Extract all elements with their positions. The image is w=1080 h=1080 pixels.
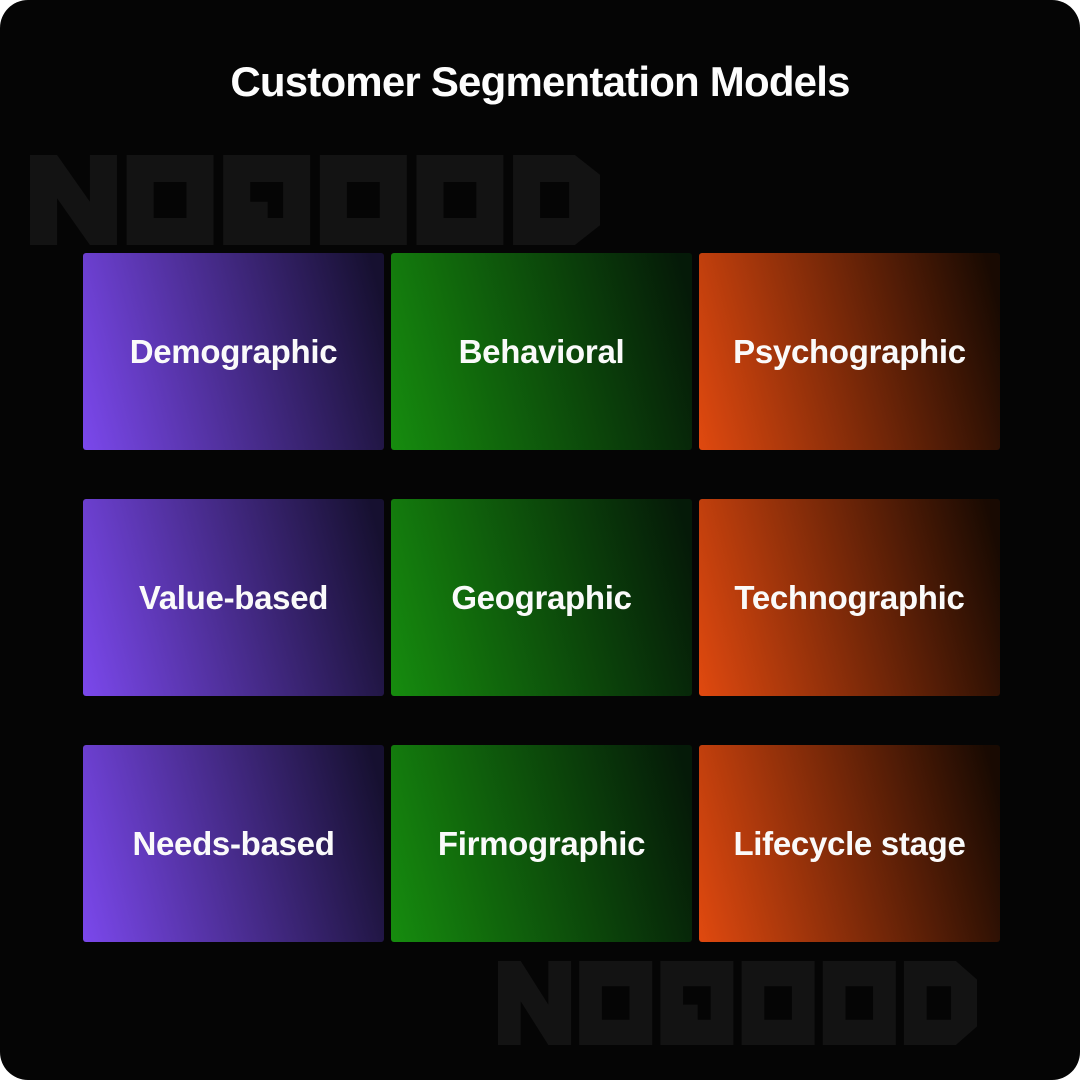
card-label: Technographic: [734, 578, 965, 616]
nogood-watermark-top: [30, 155, 600, 245]
card-label: Firmographic: [437, 824, 646, 862]
card-label: Value-based: [138, 578, 329, 616]
card-technographic: Technographic: [699, 499, 1000, 696]
card-label: Psychographic: [733, 332, 966, 370]
card-demographic: Demographic: [83, 253, 384, 450]
nogood-watermark-bottom: [498, 961, 977, 1045]
card-behavioral: Behavioral: [391, 253, 692, 450]
card-needs-based: Needs-based: [83, 745, 384, 942]
page-title: Customer Segmentation Models: [230, 58, 850, 105]
card-label: Geographic: [451, 578, 632, 616]
card-lifecycle-stage: Lifecycle stage: [699, 745, 1000, 942]
card-psychographic: Psychographic: [699, 253, 1000, 450]
card-value-based: Value-based: [83, 499, 384, 696]
card-label: Behavioral: [458, 332, 625, 370]
card-firmographic: Firmographic: [391, 745, 692, 942]
segmentation-grid: Demographic Behavioral Psychographic Val…: [83, 253, 1000, 942]
card-label: Lifecycle stage: [733, 824, 966, 862]
card-geographic: Geographic: [391, 499, 692, 696]
card-label: Needs-based: [132, 824, 335, 862]
card-label: Demographic: [129, 332, 338, 370]
